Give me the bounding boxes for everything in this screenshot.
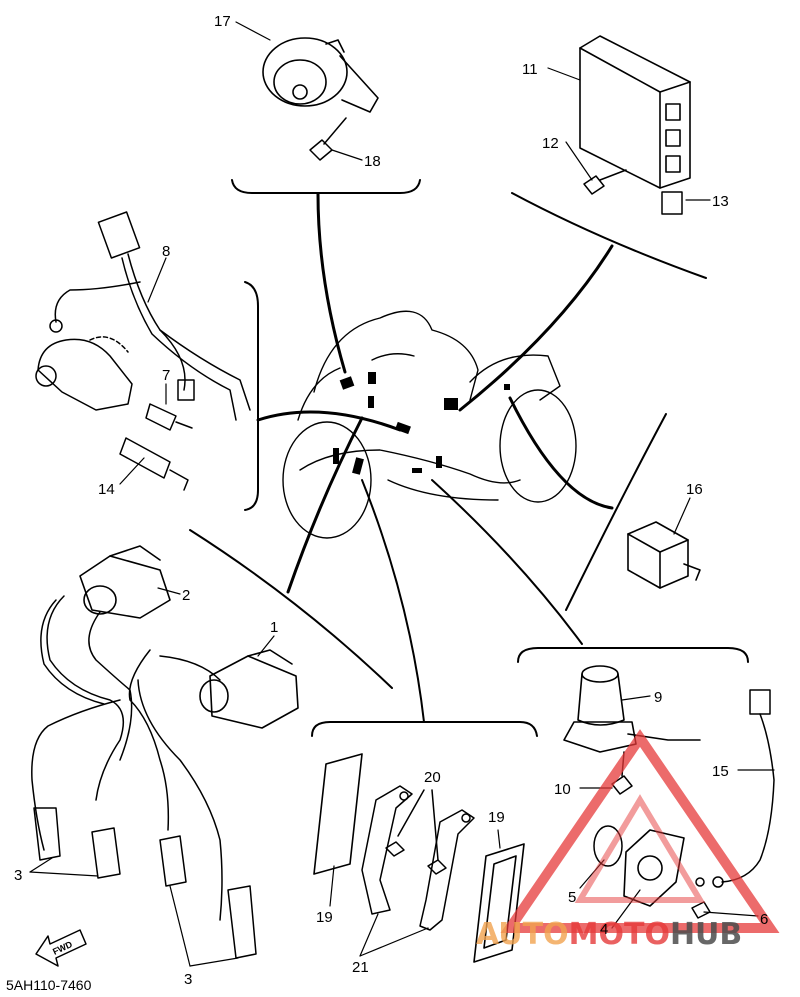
horn-part xyxy=(262,37,379,113)
reflector-part-19-left xyxy=(313,753,363,875)
leader-reflector xyxy=(361,479,425,723)
ecu-part xyxy=(579,35,691,189)
plate-part-4 xyxy=(623,829,685,907)
watermark-triangle-icon xyxy=(500,729,780,933)
spark-plug-cables xyxy=(31,595,223,921)
watermark-logo: AUTOMOTOHUB xyxy=(476,729,780,952)
callout-19-left: 19 xyxy=(316,909,333,926)
callout-21: 21 xyxy=(352,959,369,976)
sensor-housing-part xyxy=(35,336,133,411)
callout-1: 1 xyxy=(270,619,278,636)
callout-6: 6 xyxy=(760,911,768,928)
callout-17: 17 xyxy=(214,13,231,30)
leader-relay xyxy=(508,396,614,510)
ignition-coil-part-2 xyxy=(79,545,171,619)
callout-3-bottom: 3 xyxy=(184,971,192,988)
ignition-coil-part-1 xyxy=(199,649,299,729)
callout-19-right: 19 xyxy=(488,809,505,826)
callout-20: 20 xyxy=(424,769,441,786)
callout-7: 7 xyxy=(162,367,170,384)
bolt-part-12 xyxy=(583,169,627,195)
gasket-part-5 xyxy=(593,825,623,867)
callout-14: 14 xyxy=(98,481,115,498)
callout-16: 16 xyxy=(686,481,703,498)
bracket-part-21 xyxy=(361,785,475,931)
callout-numbers: 17 18 11 12 13 8 7 14 16 2 1 3 3 9 10 15… xyxy=(14,13,768,988)
motorcycle-part-markers xyxy=(333,372,510,475)
bracket-sensor-group xyxy=(244,281,259,511)
callout-10: 10 xyxy=(554,781,571,798)
switch-part-7 xyxy=(145,403,193,431)
bracket-horn-group xyxy=(231,179,421,194)
callout-11: 11 xyxy=(522,61,538,78)
reflector-part-19-right xyxy=(473,843,525,963)
callout-18: 18 xyxy=(364,153,381,170)
nuts-part-20 xyxy=(385,789,447,875)
callout-2: 2 xyxy=(182,587,190,604)
leader-coil xyxy=(286,416,364,594)
watermark-part-1: AUTO xyxy=(476,917,569,952)
clip-part-13 xyxy=(661,191,683,215)
bracket-coil-group xyxy=(189,529,393,689)
wiring-harness-part-8 xyxy=(49,211,251,421)
screw-part-6 xyxy=(691,901,711,919)
watermark-part-3: HUB xyxy=(670,917,742,952)
callout-13: 13 xyxy=(712,193,729,210)
bracket-reflector-group xyxy=(311,721,538,737)
callout-8: 8 xyxy=(162,243,170,260)
bracket-solenoid-group xyxy=(517,647,749,663)
callout-3-left: 3 xyxy=(14,867,22,884)
callout-4: 4 xyxy=(600,921,608,938)
callout-5: 5 xyxy=(568,889,576,906)
relay-part-16 xyxy=(627,521,701,589)
callout-leaders xyxy=(29,21,775,967)
callout-9: 9 xyxy=(654,689,662,706)
solenoid-part-9 xyxy=(563,665,701,753)
bolt-part-18 xyxy=(309,117,347,161)
watermark-part-2: MOTO xyxy=(569,917,670,952)
leader-solenoid xyxy=(431,479,583,645)
diagram-code: 5AH110-7460 xyxy=(6,977,92,993)
switch-part-14 xyxy=(119,437,189,491)
leader-horn xyxy=(316,192,347,374)
bracket-ecu-group xyxy=(511,192,707,279)
bracket-relay-group xyxy=(565,413,667,611)
leader-sensor xyxy=(256,410,402,432)
watermark-text: AUTOMOTOHUB xyxy=(476,917,742,952)
callout-12: 12 xyxy=(542,135,559,152)
motorcycle-silhouette xyxy=(282,310,577,539)
fwd-arrow-icon xyxy=(35,929,87,967)
lead-wire-part-15 xyxy=(695,689,775,888)
callout-15: 15 xyxy=(712,763,729,780)
spark-plug-caps-part-3 xyxy=(33,807,257,959)
leader-ecu xyxy=(458,244,614,412)
